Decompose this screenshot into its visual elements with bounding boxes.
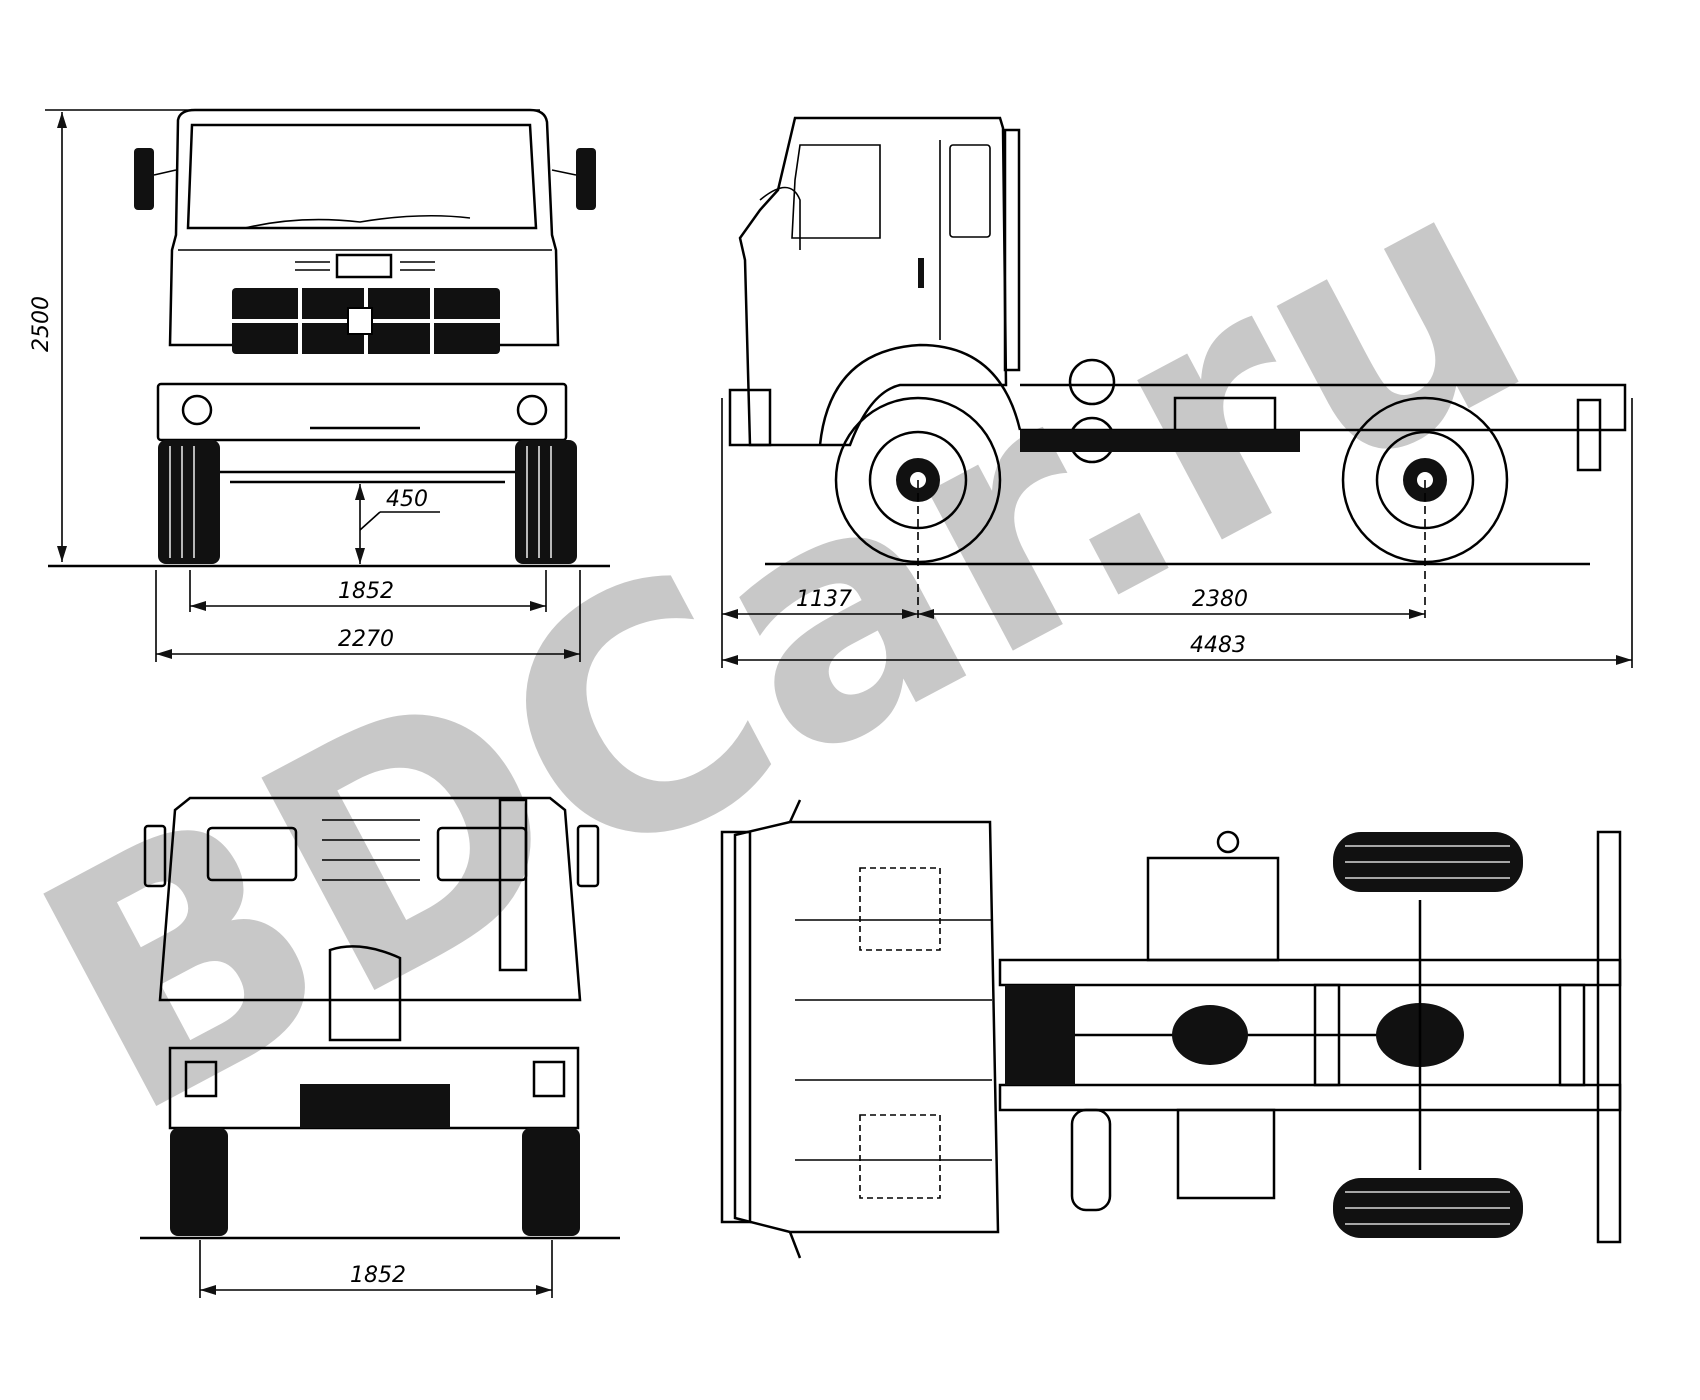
watermark-text: BDCar.ru (0, 99, 1579, 1189)
clearance-label: 450 (386, 487, 428, 512)
width-arrow-left (156, 649, 172, 659)
rear-right-tire (522, 1128, 580, 1236)
side-view: 1137 2380 4483 (721, 116, 1633, 668)
top-view (720, 799, 1622, 1259)
left-mirror-icon (134, 148, 154, 210)
top-air-tank (1070, 1108, 1112, 1212)
front-wheel-rim (868, 430, 968, 530)
right-mirror-arm (551, 169, 577, 176)
length-label: 4483 (1190, 633, 1246, 658)
rear-bumper-recess (300, 1084, 450, 1128)
rear-left-tire (170, 1128, 228, 1236)
rear-left-light-icon (184, 1060, 218, 1098)
wheelbase-label: 2380 (1192, 587, 1248, 612)
front-track-label: 1852 (338, 579, 394, 604)
top-frame-rail-upper (998, 958, 1622, 987)
side-front-bumper (728, 388, 772, 447)
front-right-tire (515, 440, 577, 564)
front-left-tire (158, 440, 220, 564)
width-arrow-right (564, 649, 580, 659)
rear-track-arrow-left (200, 1285, 216, 1295)
fuel-cap-icon (1216, 830, 1240, 854)
side-chassis-frame (1020, 383, 1627, 432)
rear-track-arrow-right (536, 1285, 552, 1295)
left-mirror-arm (153, 169, 177, 176)
door-handle-icon (918, 258, 924, 288)
rear-left-mirror-icon (143, 824, 167, 888)
side-frame-shadow (1020, 430, 1300, 452)
length-arrow-right (1616, 655, 1632, 665)
exhaust-stack (1003, 128, 1021, 372)
air-tank-icon (1068, 358, 1116, 406)
height-label: 2500 (29, 296, 54, 352)
rear-track-label: 1852 (350, 1263, 406, 1288)
top-roof-panels (795, 919, 992, 1161)
side-rear-window (949, 144, 991, 238)
watermark: BDCar.ru (0, 99, 1579, 1189)
rear-panel-ribs (322, 819, 420, 881)
top-hatch-front (859, 867, 941, 951)
overhang-arrow-right (902, 609, 918, 619)
rear-left-window (206, 826, 298, 882)
front-axle (220, 470, 515, 484)
side-door-window (791, 144, 881, 239)
rear-right-mirror-icon (576, 824, 600, 888)
rear-coupling (1576, 398, 1602, 472)
overhang-arrow-left (722, 609, 738, 619)
rear-cab-outline (158, 796, 582, 1002)
rear-engine-outline (328, 945, 402, 1042)
left-headlight-icon (181, 394, 213, 426)
top-fuel-tank (1146, 856, 1280, 962)
top-mirror-arm-right (788, 1231, 802, 1259)
grille-logo-icon (347, 307, 373, 335)
rear-exhaust-pipe (498, 798, 528, 972)
top-cab-outline (733, 820, 1000, 1234)
clearance-arrow-top (355, 484, 365, 500)
front-cab-outline (168, 108, 560, 347)
front-windshield (186, 123, 538, 230)
top-battery-box (1176, 1108, 1276, 1200)
top-mirror-arm-left (788, 799, 802, 823)
top-gearbox (1172, 1005, 1248, 1065)
top-frame-rail-lower (998, 1083, 1622, 1112)
front-track-arrow-left (190, 601, 206, 611)
clearance-leader (359, 511, 381, 531)
top-hatch-rear (859, 1114, 941, 1199)
front-wipers (244, 214, 471, 229)
front-bumper (156, 382, 568, 442)
height-arrow-top (57, 112, 67, 128)
wheelbase-arrow-right (1409, 609, 1425, 619)
right-headlight-icon (516, 394, 548, 426)
top-rear-crossbar (1596, 830, 1622, 1244)
top-crossmember-rear (1558, 983, 1586, 1087)
wheelbase-arrow-left (918, 609, 934, 619)
front-track-arrow-right (530, 601, 546, 611)
overhang-label: 1137 (796, 587, 852, 612)
right-mirror-icon (576, 148, 596, 210)
top-engine-block (1005, 985, 1075, 1085)
rear-right-light-icon (532, 1060, 566, 1098)
rear-view: 1852 (140, 796, 620, 1298)
length-arrow-left (722, 655, 738, 665)
front-emblem-plate (335, 253, 393, 279)
side-mirror-icon (759, 186, 801, 250)
height-arrow-bottom (57, 546, 67, 562)
top-front-bumper (720, 830, 752, 1224)
front-view: 2500 (29, 108, 610, 662)
width-label: 2270 (338, 627, 394, 652)
rear-wheel-rim (1375, 430, 1475, 530)
side-cab-outline (738, 116, 1008, 447)
front-wheel-arch (818, 343, 1022, 446)
clearance-arrow-bottom (355, 548, 365, 564)
